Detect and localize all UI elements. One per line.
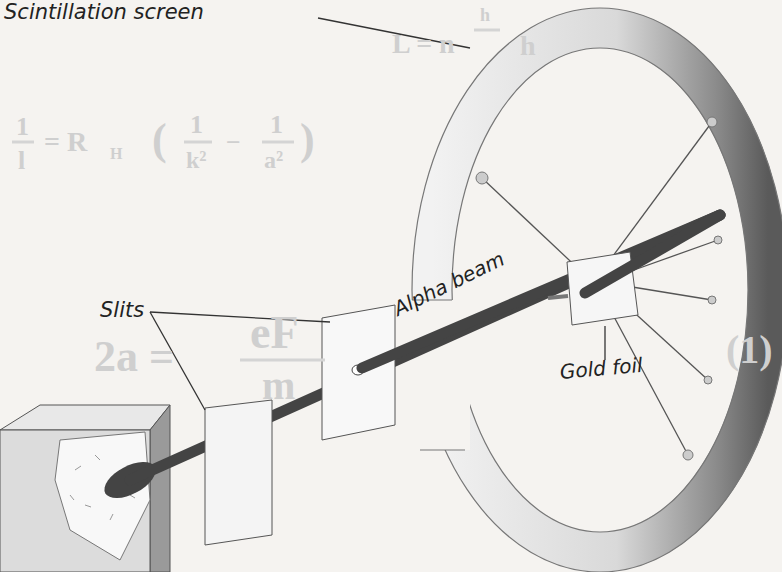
- formula-watermark: 1: [270, 112, 283, 138]
- alpha-source: [0, 405, 170, 572]
- slit-plate: [322, 305, 395, 440]
- fraction-bar: [12, 30, 500, 360]
- formula-watermark: (: [152, 118, 167, 162]
- formula-watermark: (1): [726, 330, 773, 370]
- formula-watermark: 1: [190, 112, 203, 138]
- formula-watermark: m: [262, 366, 295, 406]
- part-name: Gold foil: [559, 355, 643, 382]
- formula-watermark: eF: [250, 310, 299, 356]
- formula-watermark: = R: [44, 128, 87, 156]
- formula-watermark: h: [480, 6, 490, 24]
- part-name: Slits: [100, 300, 144, 321]
- formula-watermark: H: [110, 146, 122, 162]
- scintillation-spot: [476, 117, 722, 460]
- leader-line: [150, 18, 605, 410]
- formula-watermark: ): [300, 118, 315, 162]
- formula-watermark: l: [18, 148, 25, 174]
- formula-watermark: 2a =: [94, 335, 174, 379]
- formula-watermark: L = n: [392, 30, 455, 58]
- formula-watermark: 1: [16, 114, 29, 140]
- formula-watermark: h: [520, 32, 536, 60]
- formula-watermark: a²: [264, 148, 283, 172]
- slit-plate: [205, 400, 272, 545]
- part-name: Scintillation screen: [4, 2, 204, 23]
- scintillation-screen: [412, 8, 782, 572]
- formula-watermark: k²: [186, 148, 207, 172]
- formula-watermark: −: [226, 130, 241, 156]
